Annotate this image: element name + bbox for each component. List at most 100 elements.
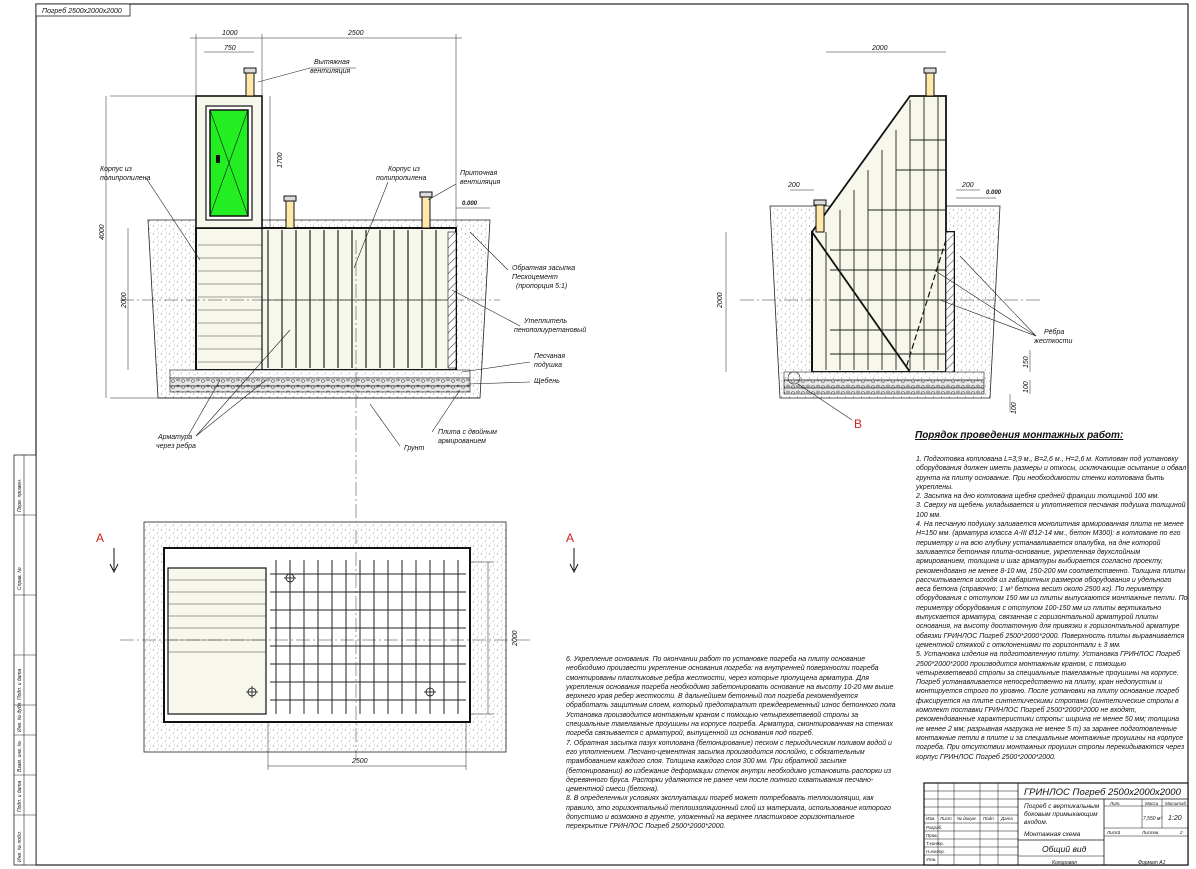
procedure-item: 5. Установка изделия на подготовленную п… [916, 651, 1185, 761]
callout-slab-2: армированием [438, 438, 486, 445]
callout-slab-1: Плита с двойным [438, 428, 497, 436]
label-text: Листов [1141, 830, 1159, 835]
label-text: 2 [1179, 830, 1183, 835]
stamp-podp2: Подп. и дата [17, 668, 23, 700]
label-text: Пров. [926, 833, 938, 838]
stamp-podl: Инв. № подл. [17, 831, 23, 862]
dim-side-2000-left: 2000 [717, 292, 724, 309]
stamp-sprav: Справ. № [17, 567, 23, 590]
callout-ribs-1: Рёбра [1044, 328, 1064, 336]
callout-rebar-2: через ребра [156, 442, 196, 450]
stamp-vzam: Взам. инв. № [17, 740, 23, 772]
callout-exhaust-2: вентиляция [310, 68, 351, 75]
procedure-item: 2. Засыпка на дно котлована щебня средне… [916, 493, 1160, 501]
supply-vent-pipe [421, 195, 431, 229]
label-text: Т.контр. [926, 841, 944, 846]
callout-soil: Грунт [404, 445, 425, 452]
note-item: 8. В определенных условиях эксплуатации … [566, 795, 891, 831]
label-text: Масса [1145, 801, 1159, 806]
label-text: Подп. [983, 816, 995, 821]
stamp-dubl: Инв. № дубл. [17, 701, 23, 732]
dim-plan-2000: 2000 [512, 630, 519, 647]
section-a-right: А [566, 531, 574, 545]
callout-backfill-2: Пескоцемент [512, 274, 558, 281]
level-mark-front: 0.000 [456, 201, 490, 209]
callout-body-mid-1: Корпус из [388, 166, 421, 173]
door-handle [216, 155, 220, 163]
callout-exhaust-1: Вытяжная [314, 59, 350, 66]
procedure-item: 3. Сверху на щебень укладывается и уплот… [916, 502, 1186, 519]
callout-supply-2: вентиляция [460, 179, 501, 186]
stamp-podp1: Подп. и дата [17, 780, 23, 812]
title-block: Изм. Лист № докум. Подп. Дата Разраб. Пр… [923, 782, 1189, 866]
callout-sand-2: подушка [534, 361, 562, 369]
exhaust-vent-pipe [245, 71, 255, 97]
sheet-frame [35, 3, 1189, 866]
label-text: боковым примыкающим [1024, 810, 1098, 818]
dim-200-b: 200 [961, 182, 974, 189]
label-text: Утв. [926, 857, 936, 862]
plan-view: 2000 2500 А А [96, 521, 579, 770]
scale-value: 1:20 [1168, 815, 1182, 822]
notes-left: 6. Укрепление основания. По окончании ра… [566, 655, 896, 832]
callout-body-left-2: полипропилена [100, 175, 151, 182]
label-text: 0.000 [462, 201, 478, 207]
procedure-item: 4. На песчаную подушку заливается моноли… [916, 521, 1188, 649]
format-label-box [35, 3, 131, 17]
callout-sand-1: Песчаная [534, 353, 565, 360]
section-a-left: А [96, 531, 104, 545]
side-section: 2000 200 200 2000 150 100 100 0.000 Рёбр… [717, 45, 1072, 431]
callout-gravel: Щебень [534, 377, 560, 385]
label-text: Копировал [1052, 860, 1077, 866]
label-text: Дата [1000, 816, 1013, 821]
procedure-title: Порядок проведения монтажных работ: [915, 430, 1124, 441]
label-text: входом. [1024, 818, 1048, 826]
label-text: Лист [939, 816, 952, 821]
procedure-list: 1. Подготовка котлована L=3,9 м., B=2,6 … [916, 455, 1188, 762]
label-text: Погреб с вертикальным [1024, 802, 1100, 810]
front-section: 1000 750 2500 4000 2000 1700 0.000 [99, 30, 531, 530]
label-text: Монтажная схема [1024, 831, 1081, 838]
gravel-layer [169, 377, 471, 387]
label-text: Лит. [1109, 801, 1121, 806]
dim-1700: 1700 [277, 152, 284, 168]
label-text: Лист [1106, 830, 1119, 835]
callout-insulation-1: Утеплитель [523, 318, 567, 325]
level-mark-side: 0.000 [986, 190, 1002, 196]
callout-backfill-3: (пропорция 5:1) [516, 283, 567, 290]
dim-2000-left: 2000 [121, 292, 128, 309]
callout-insulation-2: пенополиуретановый [514, 326, 586, 334]
product-title: ГРИНЛОС Погреб 2500х2000х2000 [1024, 787, 1182, 798]
procedure-item: 1. Подготовка котлована L=3,9 м., B=2,6 … [916, 456, 1187, 491]
note-item: 7. Обратная засыпка пазух котлована (бет… [566, 739, 892, 794]
dim-4000: 4000 [99, 224, 106, 240]
label-text: 1 [1118, 830, 1121, 835]
callout-rebar-1: Арматура [157, 434, 192, 441]
label-text: Разраб. [926, 825, 942, 830]
mass-value: 7,550 м³ [1143, 816, 1162, 822]
vent-pipe-mid [285, 199, 295, 229]
label-text: Н.контр. [926, 849, 945, 854]
callout-body-mid-2: полипропилена [376, 175, 427, 182]
sheet-name: Общий вид [1042, 844, 1087, 854]
callout-supply-1: Приточная [460, 170, 498, 177]
label-text: Изм. [926, 816, 936, 821]
dim-750: 750 [224, 45, 236, 52]
dim-100-a: 100 [1023, 381, 1030, 393]
label-text: Масштаб [1165, 801, 1186, 806]
dim-1000: 1000 [222, 30, 238, 37]
stamp-perv: Перв. примен. [17, 479, 23, 512]
label-text: Формат А1 [1138, 860, 1166, 866]
callout-ribs-2: жесткости [1033, 338, 1072, 345]
note-item: 6. Укрепление основания. По окончании ра… [566, 656, 896, 738]
sand-layer [169, 369, 471, 379]
side-stamp: Перв. примен. Справ. № Подп. и дата Инв.… [13, 454, 37, 866]
dim-100-b: 100 [1011, 402, 1018, 414]
dim-2500-top: 2500 [347, 30, 364, 37]
dim-150: 150 [1023, 356, 1030, 368]
format-label: Погреб 2500х2000х2000 [42, 7, 122, 15]
dim-200-a: 200 [787, 182, 800, 189]
dim-plan-2500: 2500 [351, 758, 368, 765]
mark-b: В [854, 417, 862, 431]
